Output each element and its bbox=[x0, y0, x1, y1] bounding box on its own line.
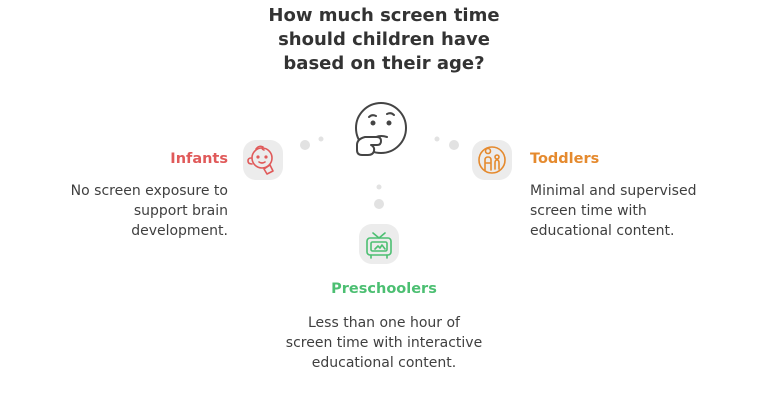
baby-icon bbox=[243, 140, 283, 180]
preschoolers-description: Less than one hour of screen time with i… bbox=[234, 313, 534, 373]
infants-label: Infants bbox=[170, 151, 228, 167]
preschoolers-desc-line-3: educational content. bbox=[311, 355, 457, 371]
preschoolers-label: Preschoolers bbox=[331, 281, 437, 297]
preschoolers-desc-line-1: Less than one hour of bbox=[308, 315, 460, 331]
title-line-1: How much screen time bbox=[268, 5, 500, 26]
title-line-2: should children have bbox=[278, 29, 490, 50]
toddlers-desc-line-2: screen time with bbox=[530, 203, 647, 219]
preschoolers-desc-line-2: screen time with interactive bbox=[285, 335, 483, 351]
diagram-title: How much screen time should children hav… bbox=[184, 4, 584, 76]
infants-desc-line-1: No screen exposure to bbox=[70, 183, 228, 199]
toddlers-description: Minimal and supervised screen time with … bbox=[530, 181, 696, 241]
connector-dots bbox=[300, 136, 459, 209]
toddlers-desc-line-3: educational content. bbox=[530, 223, 675, 239]
thinking-face-icon bbox=[355, 102, 407, 156]
connector-dot bbox=[374, 199, 384, 209]
toddlers-desc-line-1: Minimal and supervised bbox=[530, 183, 697, 199]
tv-icon bbox=[359, 224, 399, 264]
toddlers-label: Toddlers bbox=[530, 151, 600, 167]
connector-dot bbox=[434, 136, 440, 142]
connector-dot bbox=[449, 140, 459, 150]
title-line-3: based on their age? bbox=[283, 53, 485, 74]
parent-child-icon bbox=[472, 140, 512, 180]
infants-description: No screen exposure to support brain deve… bbox=[71, 181, 228, 241]
connector-dot bbox=[376, 184, 382, 190]
connector-dot bbox=[318, 136, 324, 142]
infants-desc-line-2: support brain bbox=[133, 203, 228, 219]
infants-desc-line-3: development. bbox=[131, 223, 228, 239]
connector-dot bbox=[300, 140, 310, 150]
